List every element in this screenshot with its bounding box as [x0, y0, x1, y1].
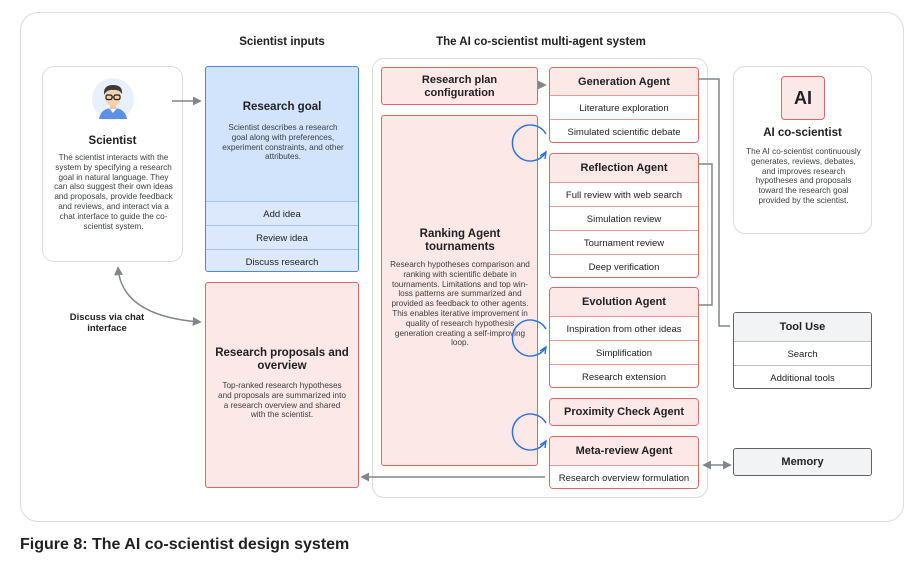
reflection-agent-title: Reflection Agent [550, 154, 698, 182]
meta-review-item-overview: Research overview formulation [550, 465, 698, 488]
research-goal-title: Research goal [242, 101, 322, 113]
meta-review-agent-title: Meta-review Agent [550, 437, 698, 465]
scientist-title: Scientist [88, 135, 137, 147]
generation-item-debate: Simulated scientific debate [550, 119, 698, 142]
tool-additional-item: Additional tools [734, 365, 871, 388]
generation-agent-box: Generation Agent Literature exploration … [549, 67, 699, 143]
ranking-agent-description: Research hypotheses comparison and ranki… [390, 260, 530, 348]
system-header: The AI co-scientist multi-agent system [436, 36, 646, 48]
discuss-chat-label: Discuss via chat interface [69, 312, 145, 334]
ai-coscientist-card: AI AI co-scientist The AI co-scientist c… [733, 66, 872, 234]
ranking-agent-box: Ranking Agent tournaments Research hypot… [381, 115, 538, 466]
reflection-item-deep-verification: Deep verification [550, 254, 698, 277]
proximity-agent-title: Proximity Check Agent [550, 399, 698, 425]
proximity-agent-box: Proximity Check Agent [549, 398, 699, 426]
memory-box: Memory [733, 448, 872, 476]
discuss-research-action[interactable]: Discuss research [206, 249, 358, 271]
research-proposals-description: Top-ranked research hypotheses and propo… [218, 381, 346, 420]
scientist-card: Scientist The scientist interacts with t… [42, 66, 183, 262]
research-proposals-title: Research proposals and overview [215, 347, 349, 372]
figure-caption: Figure 8: The AI co-scientist design sys… [20, 536, 350, 553]
evolution-agent-box: Evolution Agent Inspiration from other i… [549, 287, 699, 388]
ai-coscientist-title: AI co-scientist [763, 127, 842, 139]
research-proposals-box: Research proposals and overview Top-rank… [205, 282, 359, 488]
tool-use-box: Tool Use Search Additional tools [733, 312, 872, 389]
ai-coscientist-description: The AI co-scientist continuously generat… [746, 147, 861, 205]
review-idea-action[interactable]: Review idea [206, 225, 358, 250]
reflection-agent-box: Reflection Agent Full review with web se… [549, 153, 699, 278]
reflection-item-simulation: Simulation review [550, 206, 698, 231]
reflection-item-full-review: Full review with web search [550, 182, 698, 207]
ranking-agent-title: Ranking Agent tournaments [419, 228, 501, 253]
scientist-avatar-icon [91, 77, 135, 121]
evolution-item-extension: Research extension [550, 364, 698, 387]
generation-agent-title: Generation Agent [550, 68, 698, 95]
ai-logo-icon: AI [781, 76, 825, 120]
add-idea-action[interactable]: Add idea [206, 201, 358, 226]
scientist-inputs-header: Scientist inputs [239, 36, 325, 48]
meta-review-agent-box: Meta-review Agent Research overview form… [549, 436, 699, 489]
research-goal-box: Research goal Scientist describes a rese… [205, 66, 359, 272]
research-plan-config-title: Research plan configuration [421, 74, 498, 99]
scientist-description: The scientist interacts with the system … [54, 153, 173, 231]
research-goal-description: Scientist describes a research goal alon… [222, 123, 344, 162]
research-plan-config-box: Research plan configuration [381, 67, 538, 105]
evolution-item-simplification: Simplification [550, 340, 698, 365]
tool-use-title: Tool Use [734, 313, 871, 341]
tool-search-item: Search [734, 341, 871, 366]
reflection-item-tournament: Tournament review [550, 230, 698, 255]
evolution-item-inspiration: Inspiration from other ideas [550, 316, 698, 341]
evolution-agent-title: Evolution Agent [550, 288, 698, 316]
generation-item-literature: Literature exploration [550, 95, 698, 120]
